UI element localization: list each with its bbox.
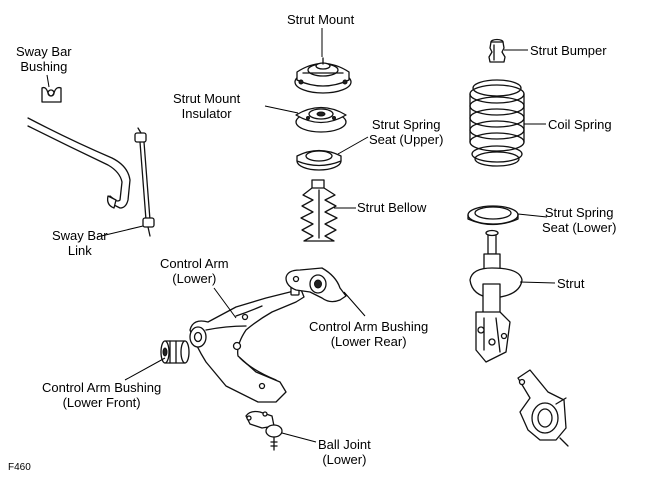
label-line: Strut: [557, 276, 585, 291]
label-control-arm-bushing-lower-front: Control Arm Bushing (Lower Front): [42, 380, 161, 410]
label-line: (Lower): [322, 452, 367, 467]
strut-spring-seat-upper-part: [296, 149, 342, 171]
label-strut-mount-insulator: Strut Mount Insulator: [173, 91, 240, 121]
label-line: Bushing: [20, 59, 68, 74]
label-line: Strut Spring: [371, 117, 441, 132]
strut-mount-insulator-part: [295, 106, 347, 133]
label-strut-spring-seat-lower: Strut Spring Seat (Lower): [542, 205, 616, 235]
label-control-arm-lower: Control Arm (Lower): [160, 256, 229, 286]
leader-lines: [46, 28, 556, 443]
label-strut-spring-seat-upper: Strut Spring Seat (Upper): [369, 117, 443, 147]
label-line: Strut Spring: [544, 205, 614, 220]
label-line: Sway Bar: [52, 228, 108, 243]
label-line: Strut Bellow: [357, 200, 427, 215]
strut-spring-seat-lower-part: [467, 205, 519, 226]
control-arm-bushing-lower-front-part: [160, 340, 190, 364]
strut-bellow-part: [300, 179, 338, 242]
ball-joint-lower-part: [245, 410, 283, 451]
label-coil-spring: Coil Spring: [548, 117, 612, 132]
label-line: Seat (Lower): [542, 220, 617, 235]
label-line: Control Arm: [160, 256, 229, 271]
label-line: Coil Spring: [548, 117, 612, 132]
label-line: (Lower Rear): [330, 334, 407, 349]
strut-part: [469, 229, 523, 363]
sway-bar-link-part: [134, 127, 155, 237]
label-line: (Lower): [172, 271, 217, 286]
sway-bar-bushing-part: [41, 86, 62, 103]
control-arm-bushing-lower-rear-part: [285, 267, 347, 303]
coil-spring-part: [469, 79, 525, 167]
label-line: Ball Joint: [318, 437, 371, 452]
label-line: Link: [67, 243, 92, 258]
label-strut-bellow: Strut Bellow: [357, 200, 426, 215]
label-line: Strut Bumper: [530, 43, 607, 58]
figure-code: F460: [8, 462, 31, 473]
label-line: Strut Mount: [287, 12, 355, 27]
steering-knuckle-part: [517, 369, 569, 447]
label-strut: Strut: [557, 276, 584, 291]
label-line: Seat (Upper): [369, 132, 444, 147]
label-line: Sway Bar: [16, 44, 72, 59]
label-line: Control Arm Bushing: [309, 319, 429, 334]
label-sway-bar-bushing: Sway Bar Bushing: [16, 44, 72, 74]
label-sway-bar-link: Sway Bar Link: [52, 228, 108, 258]
strut-mount-part: [294, 57, 352, 94]
label-line: Control Arm Bushing: [42, 380, 162, 395]
label-line: Strut Mount: [173, 91, 241, 106]
label-strut-bumper: Strut Bumper: [530, 43, 607, 58]
control-arm-lower-part: [189, 285, 305, 403]
label-control-arm-bushing-lower-rear: Control Arm Bushing (Lower Rear): [309, 319, 428, 349]
label-ball-joint-lower: Ball Joint (Lower): [318, 437, 371, 467]
label-line: (Lower Front): [62, 395, 141, 410]
label-strut-mount: Strut Mount: [287, 12, 354, 27]
sway-bar-part: [27, 117, 131, 209]
label-line: Insulator: [181, 106, 232, 121]
strut-bumper-part: [488, 38, 506, 63]
